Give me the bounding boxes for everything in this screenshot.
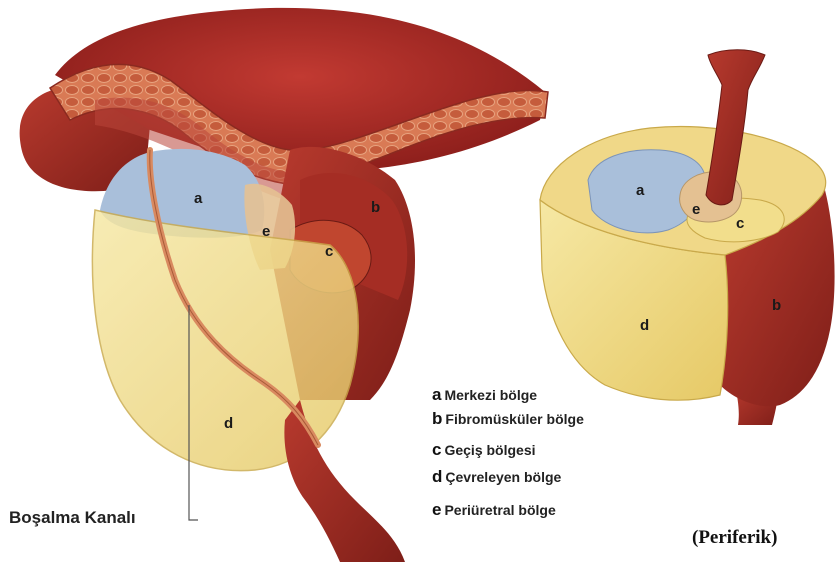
zone-a-letter: a (194, 190, 203, 207)
legend-label: Çevreleyen bölge (445, 469, 561, 485)
legend-letter: c (432, 440, 441, 460)
zone-b-letter: b (371, 199, 380, 216)
cross-zone-d-letter: d (640, 317, 649, 334)
cross-zone-a-letter: a (636, 182, 645, 199)
legend-letter: d (432, 467, 442, 487)
legend-letter: e (432, 500, 441, 520)
legend-item: b Fibromüsküler bölge (432, 409, 692, 440)
legend-letter: b (432, 409, 442, 429)
ejaculatory-duct-label: Boşalma Kanalı (9, 508, 136, 528)
cross-zone-b-letter: b (772, 297, 781, 314)
legend-letter: a (432, 385, 441, 405)
legend-label: Geçiş bölgesi (444, 442, 535, 458)
periferik-note: (Periferik) (692, 527, 777, 549)
zone-c-letter: c (325, 243, 333, 260)
legend-item: c Geçiş bölgesi (432, 440, 692, 467)
legend-label: Fibromüsküler bölge (445, 411, 583, 427)
legend-label: Merkezi bölge (444, 387, 537, 403)
cross-zone-c-letter: c (736, 215, 744, 232)
legend-item: a Merkezi bölge (432, 385, 692, 409)
legend-item: d Çevreleyen bölge (432, 467, 692, 500)
zone-d-letter: d (224, 415, 233, 432)
legend-label: Periüretral bölge (444, 502, 555, 518)
zone-e-letter: e (262, 223, 270, 240)
cross-zone-e-letter: e (692, 201, 700, 218)
zone-legend: a Merkezi bölge b Fibromüsküler bölge c … (432, 385, 692, 528)
legend-item: e Periüretral bölge (432, 500, 692, 528)
cross-section-view: a b c d e (540, 50, 835, 425)
